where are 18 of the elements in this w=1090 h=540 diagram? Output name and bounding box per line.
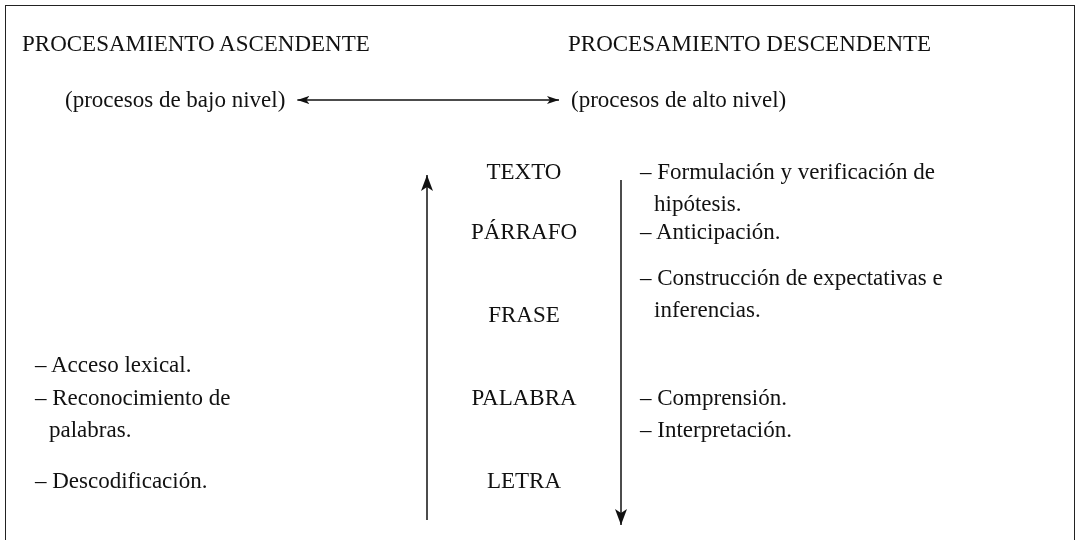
process-level-label: (procesos de bajo nivel) (65, 84, 286, 116)
process-note: – Interpretación. (640, 416, 792, 444)
process-level-label: (procesos de alto nivel) (571, 84, 787, 116)
process-note: – Anticipación. (640, 218, 781, 246)
heading: PROCESAMIENTO ASCENDENTE (22, 30, 370, 58)
level-term: LETRA (486, 467, 562, 495)
level-term: PÁRRAFO (470, 218, 578, 246)
double-arrow (296, 96, 560, 104)
process-note: – Formulación y verificación de hipótesis. (640, 158, 937, 218)
process-note: – Comprensión. (640, 384, 787, 412)
level-term: PALABRA (471, 384, 577, 412)
process-note: – Reconocimiento de palabras. (35, 384, 232, 444)
heading: PROCESAMIENTO DESCENDENTE (568, 30, 932, 58)
process-note: – Acceso lexical. (35, 351, 192, 379)
level-term: TEXTO (486, 158, 562, 186)
process-note: – Construcción de expectativas e inferencias. (640, 264, 944, 324)
level-term: FRASE (488, 301, 560, 329)
process-note: – Descodificación. (35, 467, 208, 495)
